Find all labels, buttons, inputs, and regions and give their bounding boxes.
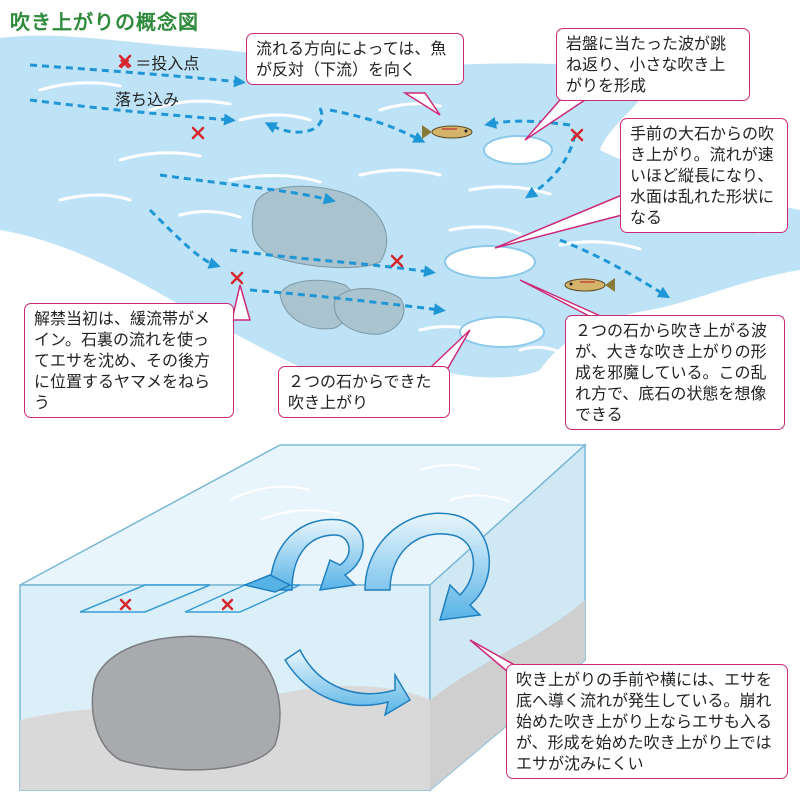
- ribbon-markers: [119, 598, 234, 611]
- legend: ×＝投入点: [118, 50, 199, 74]
- river-plan: [0, 35, 800, 385]
- bottom-rock: [91, 635, 281, 771]
- callout-bottom-note: 吹き上がりの手前や横には、エサを底へ導く流れが発生している。崩れ始めた吹き上がり…: [506, 664, 788, 779]
- ochikomi-label: 落ち込み: [115, 90, 180, 109]
- boil-arrows: [242, 512, 491, 717]
- fish-upper: [422, 125, 473, 139]
- surface-streaks: [229, 464, 511, 521]
- river-water: [0, 35, 800, 385]
- flow-arrows: [29, 63, 696, 316]
- callout-fish-direction: 流れる方向によっては、魚が反対（下流）を向く: [246, 33, 464, 85]
- callout-bedrock-wave: 岩盤に当たった波が跳ね返り、小さな吹き上がりを形成: [556, 28, 750, 101]
- cross-section: [19, 443, 587, 792]
- boils: [444, 135, 553, 348]
- legend-text: ＝投入点: [135, 54, 200, 73]
- legend-marker-icon: ×: [118, 54, 132, 73]
- page-title: 吹き上がりの概念図: [10, 10, 199, 34]
- rock-large: [251, 185, 388, 269]
- insertion-markers: [118, 54, 584, 285]
- callout-leaders: [231, 92, 623, 369]
- callout-opening: 解禁当初は、緩流帯がメイン。石裏の流れを使ってエサを沈め、その後方に位置するヤマ…: [24, 303, 234, 418]
- callout-front-rock: 手前の大石からの吹き上がり。流れが速いほど縦長になり、水面は乱れた形状になる: [620, 118, 788, 233]
- callout-two-rocks-wave: ２つの石から吹き上がる波が、大きな吹き上がりの形成を邪魔している。この乱れ方で、…: [565, 315, 785, 430]
- fish-lower: [564, 278, 615, 292]
- callout-two-rocks: ２つの石からできた吹き上がり: [278, 366, 450, 418]
